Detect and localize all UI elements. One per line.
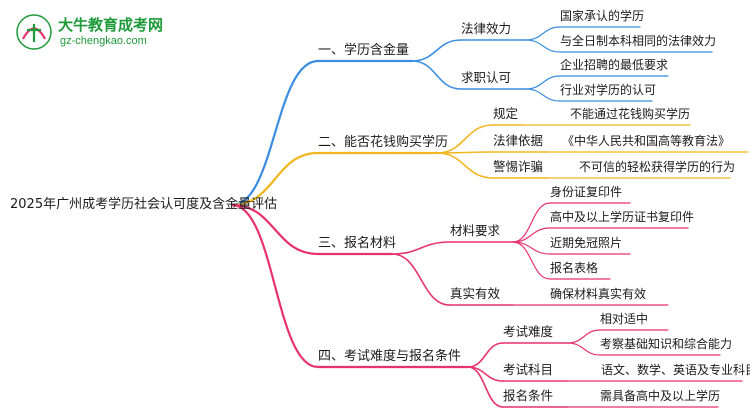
branch-3-node-2-leaf-1: 确保材料真实有效 [550, 287, 647, 301]
branch-3-node-1: 材料要求 [450, 223, 501, 238]
branch-1-node-2-leaf-1: 企业招聘的最低要求 [560, 58, 669, 72]
node-connector-6 [391, 241, 451, 255]
branch-1-node-2: 求职认可 [461, 70, 512, 85]
node-connector-10 [467, 366, 504, 408]
branch-1-node-1-leaf-1: 国家承认的学历 [560, 9, 645, 23]
branch-1-node-1-leaf-2: 与全日制本科相同的法律效力 [560, 34, 717, 48]
branch-2-node-2-leaf-1: 《中华人民共和国高等教育法》 [562, 134, 731, 148]
branch-3-label: 三、报名材料 [318, 236, 397, 251]
branch-2-node-1: 规定 [493, 106, 519, 121]
leaf-connector-2-2 [525, 88, 561, 102]
branch-3-node-1-leaf-1: 身份证复印件 [550, 185, 623, 199]
node-connector-5 [436, 152, 494, 179]
branch-connector-2 [230, 151, 320, 207]
branch-4-node-2: 考试科目 [503, 362, 554, 377]
branch-4-node-2-leaf-1: 语文、数学、英语及专业科目 [601, 363, 750, 377]
branch-4-node-1: 考试难度 [503, 324, 554, 339]
leaf-connector-8-1 [567, 329, 601, 344]
branch-4-node-1-leaf-2: 考察基础知识和综合能力 [600, 337, 733, 351]
node-connector-7 [391, 253, 451, 306]
branch-connector-4 [230, 203, 320, 369]
node-connector-1 [411, 39, 462, 62]
branch-1-node-2-leaf-2: 行业对学历的认可 [560, 83, 657, 97]
branch-3-node-1-leaf-4: 报名表格 [550, 261, 599, 275]
site-logo[interactable]: 大牛教育成考网 gz-chengkao.com [14, 12, 214, 52]
root-topic: 2025年广州成考学历社会认可度及含金量评估 [10, 197, 278, 212]
branch-2-node-3: 警惕诈骗 [493, 159, 544, 174]
branch-1-node-1: 法律效力 [461, 21, 512, 36]
branch-2-node-1-leaf-1: 不能通过花钱购买学历 [570, 107, 691, 121]
leaf-connector-6-1 [512, 202, 551, 243]
leaf-connector-1-1 [525, 26, 561, 41]
leaf-connector-2-1 [525, 75, 561, 90]
node-connector-8 [467, 342, 504, 368]
node-connector-2 [411, 60, 462, 90]
branch-4-node-3: 报名条件 [503, 388, 554, 403]
leaf-connector-8-2 [567, 342, 601, 356]
branch-3-node-2: 真实有效 [450, 286, 501, 301]
branch-2-label: 二、能否花钱购买学历 [318, 135, 449, 150]
branch-connector-3 [230, 203, 320, 256]
branch-2-node-3-leaf-1: 不可信的轻松获得学历的行为 [579, 160, 736, 174]
branch-3-node-1-leaf-3: 近期免冠照片 [550, 236, 623, 250]
logo-title: 大牛教育成考网 [58, 16, 164, 34]
branch-1-label: 一、学历含金量 [318, 43, 410, 58]
logo-mark-icon [16, 14, 52, 50]
branch-4-node-1-leaf-1: 相对适中 [600, 312, 649, 326]
logo-url: gz-chengkao.com [60, 35, 147, 47]
branch-3-node-1-leaf-2: 高中及以上学历证书复印件 [550, 210, 695, 224]
leaf-connector-6-2 [512, 227, 551, 243]
leaf-connector-6-4 [512, 241, 551, 280]
branch-2-node-2: 法律依据 [493, 133, 544, 148]
branch-4-label: 四、考试难度与报名条件 [318, 349, 462, 364]
leaf-connector-1-2 [525, 39, 561, 53]
branch-4-node-3-leaf-1: 需具备高中及以上学历 [600, 389, 721, 403]
branch-connector-1 [230, 59, 320, 207]
